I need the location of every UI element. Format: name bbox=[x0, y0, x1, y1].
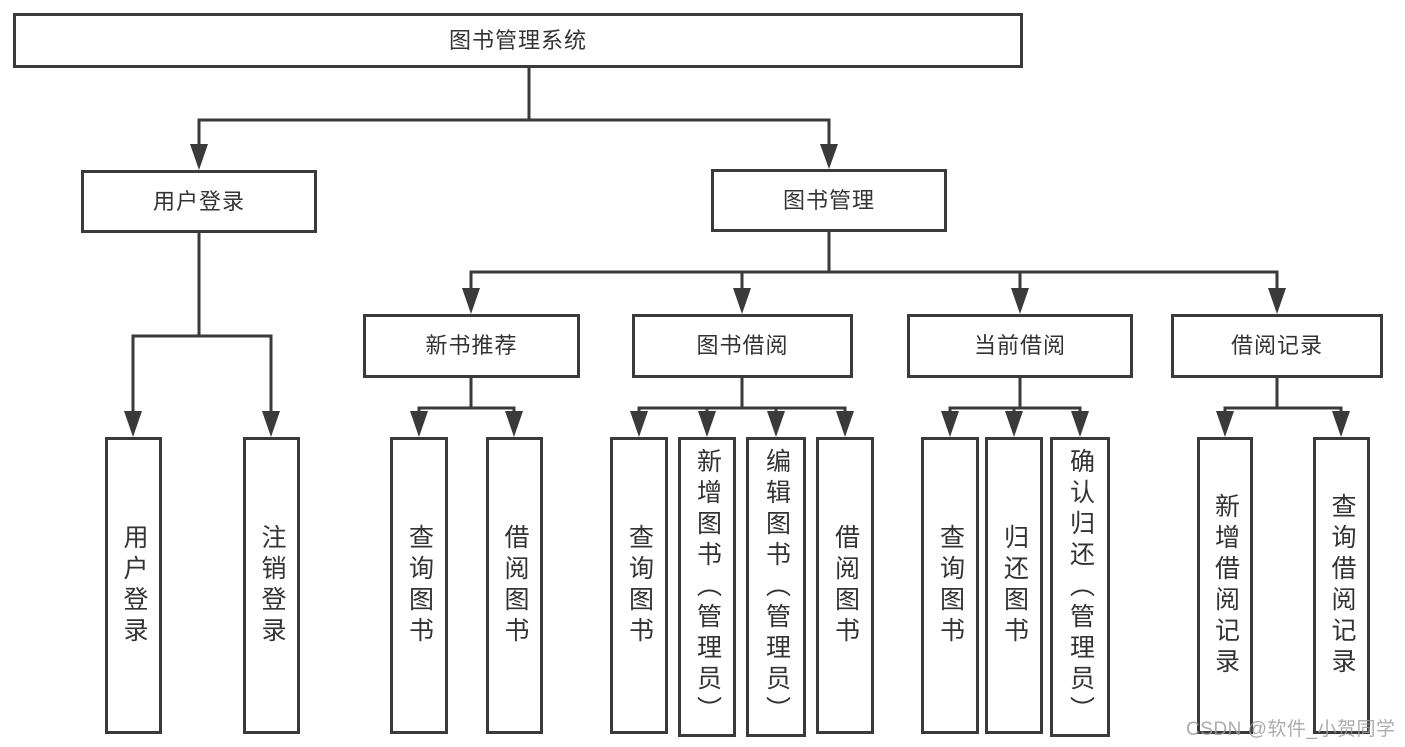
leaf-query-books-1: 查询图书 bbox=[390, 437, 448, 734]
node-root: 图书管理系统 bbox=[13, 13, 1023, 68]
leaf-edit-books-admin-label: 编辑图书（管理员） bbox=[762, 447, 791, 727]
leaf-add-borrow-record-label: 新增借阅记录 bbox=[1211, 492, 1240, 679]
node-book-management: 图书管理 bbox=[711, 169, 947, 232]
leaf-confirm-return-admin: 确认归还（管理员） bbox=[1050, 437, 1110, 737]
leaf-return-books: 归还图书 bbox=[985, 437, 1043, 734]
leaf-query-borrow-record: 查询借阅记录 bbox=[1313, 437, 1370, 734]
leaf-query-books-2: 查询图书 bbox=[610, 437, 668, 734]
leaf-logout-login-label: 注销登录 bbox=[258, 523, 286, 648]
node-new-book-recommend: 新书推荐 bbox=[363, 314, 580, 378]
node-user-login-label: 用户登录 bbox=[152, 188, 245, 214]
leaf-add-books-admin: 新增图书（管理员） bbox=[678, 437, 736, 737]
leaf-user-login-label: 用户登录 bbox=[120, 523, 148, 648]
node-new-book-recommend-label: 新书推荐 bbox=[425, 333, 518, 358]
node-user-login: 用户登录 bbox=[81, 170, 317, 233]
leaf-edit-books-admin: 编辑图书（管理员） bbox=[746, 437, 806, 737]
node-book-borrowing: 图书借阅 bbox=[632, 314, 853, 378]
leaf-query-borrow-record-label: 查询借阅记录 bbox=[1328, 492, 1356, 679]
leaf-user-login: 用户登录 bbox=[105, 437, 162, 734]
leaf-query-books-2-label: 查询图书 bbox=[625, 523, 654, 648]
watermark-text: CSDN @软件_小贺同学 bbox=[1186, 719, 1396, 740]
leaf-add-books-admin-label: 新增图书（管理员） bbox=[693, 447, 722, 727]
node-book-borrowing-label: 图书借阅 bbox=[696, 333, 789, 358]
node-current-borrowing: 当前借阅 bbox=[907, 314, 1133, 378]
leaf-query-books-1-label: 查询图书 bbox=[405, 523, 434, 648]
leaf-borrow-books-2-label: 借阅图书 bbox=[831, 523, 860, 648]
leaf-query-books-3-label: 查询图书 bbox=[936, 523, 965, 648]
leaf-borrow-books-2: 借阅图书 bbox=[816, 437, 874, 734]
leaf-confirm-return-admin-label: 确认归还（管理员） bbox=[1066, 447, 1095, 727]
leaf-query-books-3: 查询图书 bbox=[921, 437, 979, 734]
node-borrowing-records: 借阅记录 bbox=[1171, 314, 1383, 378]
leaf-borrow-books-1: 借阅图书 bbox=[486, 437, 543, 734]
node-borrowing-records-label: 借阅记录 bbox=[1230, 333, 1323, 358]
node-root-label: 图书管理系统 bbox=[448, 27, 587, 53]
leaf-add-borrow-record: 新增借阅记录 bbox=[1197, 437, 1253, 734]
node-current-borrowing-label: 当前借阅 bbox=[973, 333, 1066, 358]
leaf-borrow-books-1-label: 借阅图书 bbox=[501, 523, 529, 648]
leaf-logout-login: 注销登录 bbox=[243, 437, 300, 734]
node-book-management-label: 图书管理 bbox=[782, 187, 875, 213]
leaf-return-books-label: 归还图书 bbox=[1000, 523, 1029, 648]
